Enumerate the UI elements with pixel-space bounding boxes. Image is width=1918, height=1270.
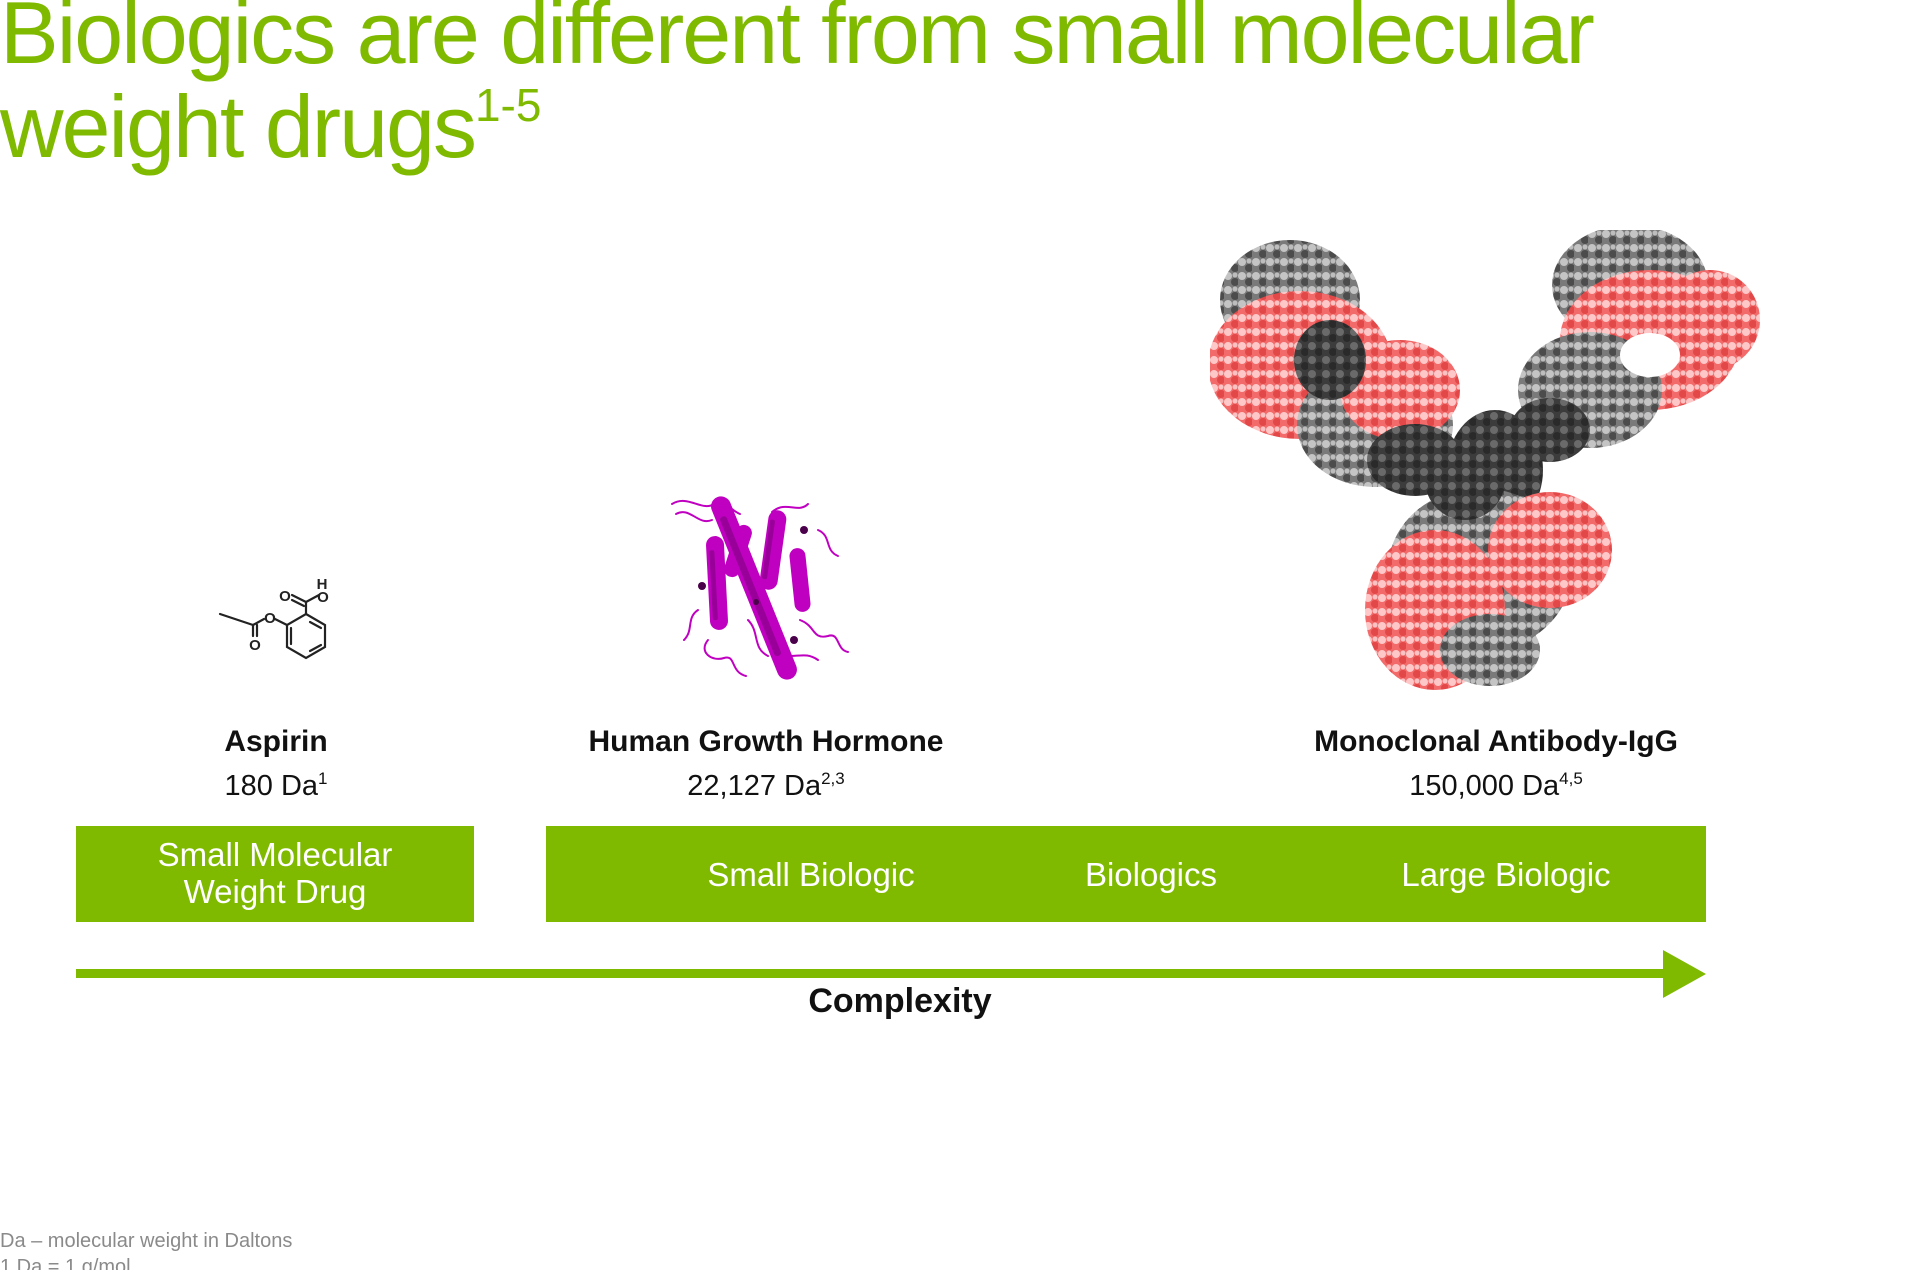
band-label-small-biologic: Small Biologic <box>707 856 915 893</box>
molecular-weight: 150,000 Da4,5 <box>1246 766 1746 806</box>
molecular-weight: 180 Da1 <box>126 766 426 806</box>
antibody-igg-icon <box>1210 230 1760 690</box>
footnotes: Da – molecular weight in Daltons 1 Da = … <box>0 1228 292 1270</box>
band-label-large-biologic: Large Biologic <box>1401 856 1611 893</box>
band-label-line: Weight Drug <box>183 873 367 910</box>
molecular-weight-value: 22,127 Da <box>687 770 822 802</box>
molecule-label-growth-hormone: Human Growth Hormone 22,127 Da2,3 <box>546 722 986 806</box>
footnote: 1 Da = 1 g/mol <box>0 1256 131 1270</box>
molecule-name: Aspirin <box>224 725 328 758</box>
slide-title-text: Biologics are different from small molec… <box>0 0 1595 176</box>
aspirin-structure-icon: H O O O O <box>218 578 329 660</box>
band-biologics: Small Biologic Biologics Large Biologic <box>546 826 1706 922</box>
complexity-arrow <box>76 950 1706 998</box>
footnote: Da – molecular weight in Daltons <box>0 1230 293 1252</box>
reference-sup: 2,3 <box>821 769 845 788</box>
aspirin-atom-label: H <box>317 578 328 593</box>
band-label-biologics: Biologics <box>1084 856 1218 893</box>
slide-title: Biologics are different from small molec… <box>0 0 1700 174</box>
molecular-weight: 22,127 Da2,3 <box>546 766 986 806</box>
molecular-weight-value: 150,000 Da <box>1409 770 1560 802</box>
aspirin-atom-label: O <box>279 588 291 605</box>
molecular-weight-value: 180 Da <box>224 770 319 802</box>
aspirin-atom-label: O <box>249 637 261 654</box>
molecule-name: Human Growth Hormone <box>588 725 944 758</box>
reference-sup: 1 <box>318 769 328 788</box>
aspirin-atom-label: O <box>317 589 329 606</box>
band-small-molecular-drug: Small Molecular Weight Drug <box>76 826 474 922</box>
growth-hormone-ribbon-icon <box>671 496 849 680</box>
aspirin-atom-label: O <box>264 610 276 627</box>
molecule-name: Monoclonal Antibody-IgG <box>1314 725 1678 758</box>
complexity-axis-label: Complexity <box>808 982 992 1020</box>
band-label-line: Small Molecular <box>157 836 393 873</box>
title-reference: 1-5 <box>474 79 542 131</box>
molecule-label-antibody: Monoclonal Antibody-IgG 150,000 Da4,5 <box>1246 722 1746 806</box>
reference-sup: 4,5 <box>1559 769 1583 788</box>
molecule-label-aspirin: Aspirin 180 Da1 <box>126 722 426 806</box>
